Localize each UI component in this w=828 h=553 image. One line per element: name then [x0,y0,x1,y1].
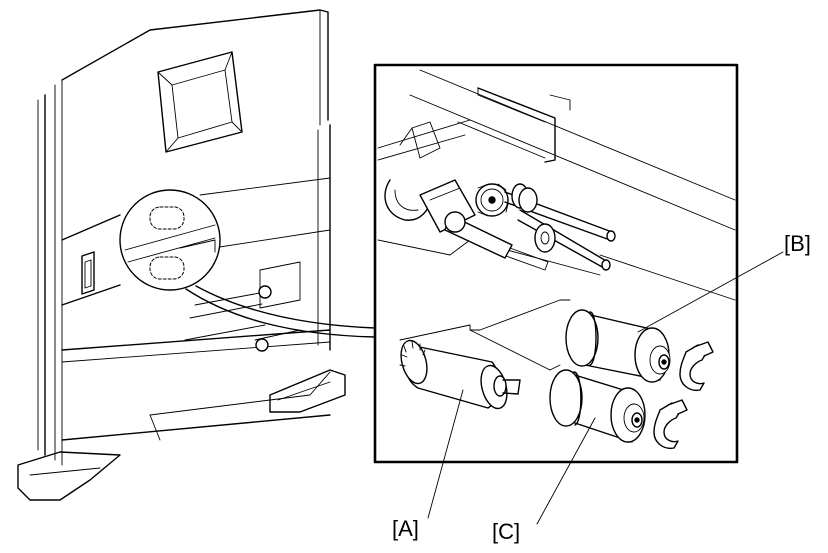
feed-shaft-assembly [384,179,616,271]
label-a: [A] [392,516,419,541]
roller-b [565,309,671,383]
magnifier-circle [119,189,221,291]
label-c: [C] [492,519,520,544]
callout-leader [185,285,376,338]
dashed-roller-lower [149,256,185,280]
leader-c [536,417,596,525]
roller-a [399,339,521,410]
leader-a [427,389,464,519]
clip-c [653,399,688,450]
clip-b [679,341,714,392]
operation-panel [157,51,243,153]
dashed-roller-upper [149,206,185,230]
label-b: [B] [784,231,811,256]
leader-b [637,251,784,333]
machine-body [17,9,346,501]
roller-c [549,369,646,443]
